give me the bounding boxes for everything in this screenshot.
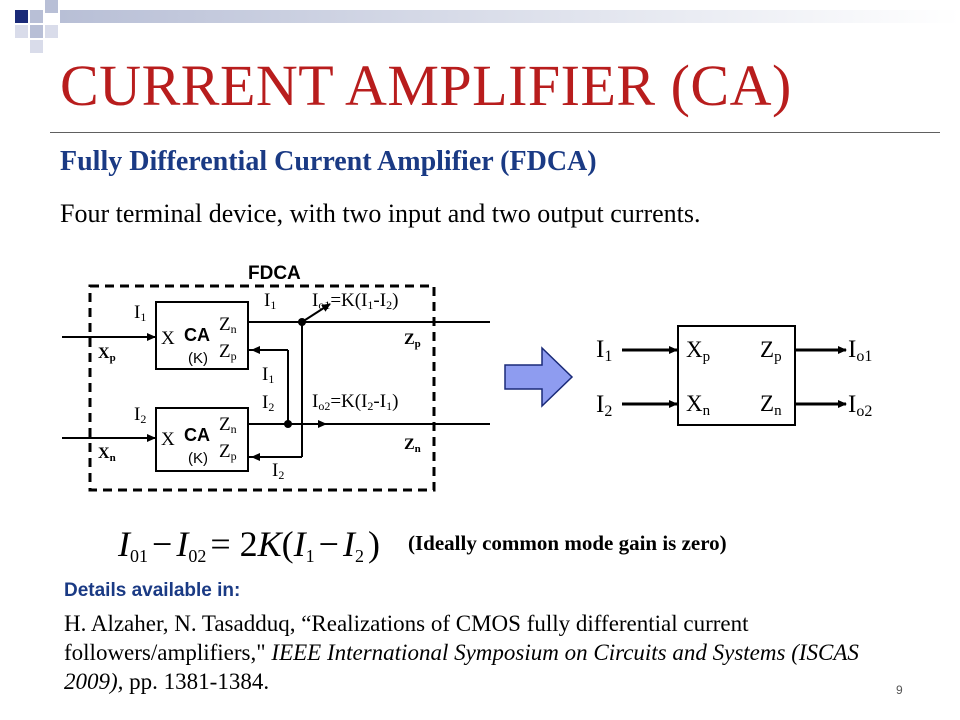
gain-equation: I01−I02= 2K(I1−I2)	[117, 524, 380, 566]
deco-square	[30, 25, 43, 38]
deco-square	[15, 10, 28, 23]
slide-description: Four terminal device, with two input and…	[60, 199, 701, 228]
symbol-in1-label: I1	[596, 336, 612, 365]
bottom-ca-zn-port: Zn	[219, 414, 237, 436]
i2-bottom-label: I2	[272, 460, 284, 482]
xp-label: Xp	[98, 345, 116, 364]
i1-mid-label: I1	[262, 364, 274, 386]
top-ca-block	[155, 301, 249, 370]
bottom-ca-x-port: X	[161, 429, 175, 450]
fdca-label: FDCA	[248, 263, 301, 284]
common-mode-note: (Ideally common mode gain is zero)	[408, 531, 727, 555]
deco-square	[30, 10, 43, 23]
symbol-zp-port: Zp	[760, 337, 782, 365]
top-ca-gain: (K)	[188, 350, 208, 367]
symbol-xn-port: Xn	[686, 391, 711, 419]
top-band	[60, 10, 960, 23]
i1-top-label: I1	[264, 290, 276, 312]
top-ca-zp-port: Zp	[219, 341, 237, 363]
symbol-zn-port: Zn	[760, 391, 782, 419]
bottom-ca-gain: (K)	[188, 450, 208, 467]
io1-tap-arrow	[301, 303, 331, 323]
io2-equation-label: Io2=K(I2-I1)	[312, 391, 398, 413]
reference-pages: pp. 1381-1384.	[123, 669, 270, 694]
reference-authors-title: H. Alzaher, N. Tasadduq, “Realizations o…	[64, 611, 749, 665]
title-divider	[50, 132, 940, 133]
top-ca-zn-port: Zn	[219, 314, 237, 336]
reference-citation: H. Alzaher, N. Tasadduq, “Realizations o…	[64, 609, 894, 696]
page-number: 9	[896, 683, 903, 697]
symbol-out2-label: Io2	[848, 391, 872, 420]
zn-output-label: Zn	[404, 436, 421, 455]
io1-equation-label: Io1=K(I1-I2)	[312, 290, 398, 312]
bottom-ca-zp-port: Zp	[219, 441, 237, 463]
fdca-symbol-block	[677, 325, 796, 426]
slide-subtitle: Fully Differential Current Amplifier (FD…	[60, 146, 597, 177]
deco-square	[15, 25, 28, 38]
top-ca-name: CA	[184, 325, 210, 345]
i2-mid-label: I2	[262, 392, 274, 414]
bottom-ca-name: CA	[184, 425, 210, 445]
top-input-current: I1	[134, 302, 146, 324]
bottom-junction	[284, 420, 292, 428]
top-ca-x-port: X	[161, 328, 175, 349]
xn-label: Xn	[98, 445, 116, 464]
symbol-in2-label: I2	[596, 391, 612, 420]
deco-square	[45, 25, 58, 38]
bottom-input-current: I2	[134, 404, 146, 426]
symbol-out1-label: Io1	[848, 336, 872, 365]
details-heading: Details available in:	[64, 580, 241, 601]
reference-venue: IEEE International Symposium on Circuits…	[64, 640, 859, 694]
deco-square	[30, 40, 43, 53]
fdca-boundary	[88, 284, 436, 492]
bottom-ca-block	[155, 407, 249, 472]
symbol-xp-port: Xp	[686, 337, 710, 365]
deco-square	[45, 0, 58, 13]
equivalence-arrow-icon	[504, 346, 574, 408]
corner-decoration	[15, 0, 58, 53]
zp-output-label: Zp	[404, 331, 421, 350]
slide-title: CURRENT AMPLIFIER (CA)	[60, 53, 792, 118]
